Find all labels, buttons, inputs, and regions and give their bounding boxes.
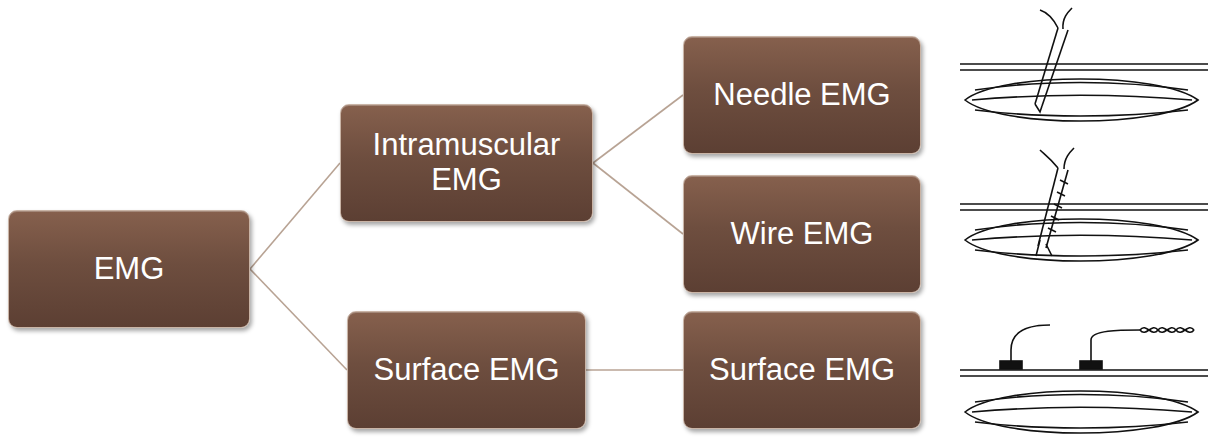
box-label: Wire EMG xyxy=(723,217,882,252)
box-label: Surface EMG xyxy=(365,353,567,388)
connector-line xyxy=(593,163,683,234)
box-label: Surface EMG xyxy=(701,353,903,388)
process-box: Wire EMG xyxy=(683,175,921,293)
wire-electrode-figure xyxy=(960,148,1208,261)
process-box: Surface EMG xyxy=(683,311,921,429)
connector-line xyxy=(250,269,347,370)
process-box: Intramuscular EMG xyxy=(340,104,593,222)
process-box: Needle EMG xyxy=(683,36,921,154)
connector-line xyxy=(593,95,683,163)
box-label: EMG xyxy=(86,252,173,287)
surface-electrode-figure xyxy=(960,325,1208,433)
box-label: Intramuscular EMG xyxy=(341,128,592,197)
box-label: Needle EMG xyxy=(705,78,898,113)
needle-electrode-figure xyxy=(960,8,1208,121)
connector-line xyxy=(586,369,683,371)
process-box: Surface EMG xyxy=(347,311,586,429)
process-box: EMG xyxy=(8,210,250,328)
connector-line xyxy=(250,163,340,269)
